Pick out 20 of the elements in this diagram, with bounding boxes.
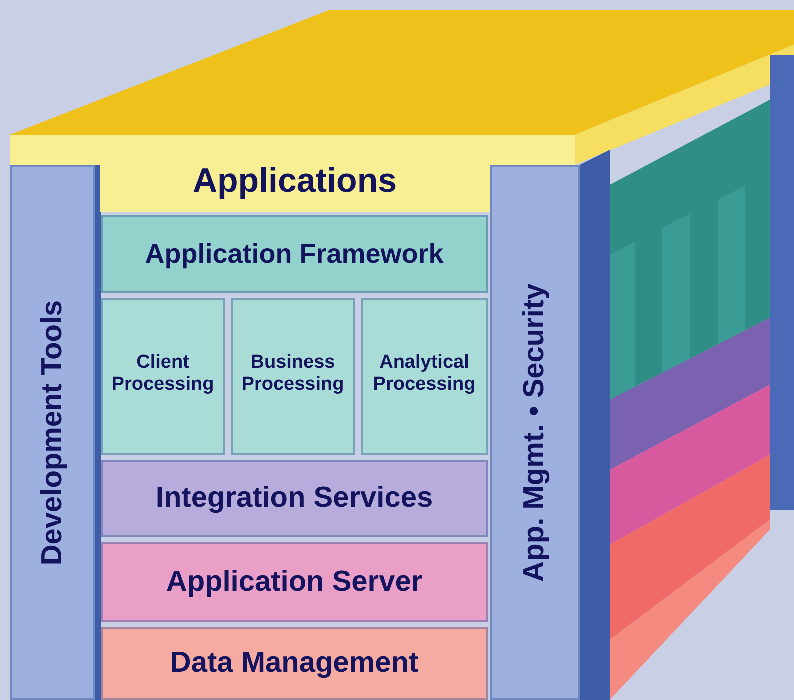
layer-label: Applications xyxy=(192,162,398,201)
layer-box xyxy=(100,165,490,212)
module-box xyxy=(231,298,355,455)
layer-box xyxy=(101,542,488,622)
layer-box xyxy=(101,627,488,700)
layer-label: Integration Services xyxy=(156,482,434,515)
module-box xyxy=(101,298,225,455)
layer-label: Application Framework xyxy=(145,238,444,270)
layer-label: Development Tools xyxy=(36,300,69,566)
layer-label: App. Mgmt. • Security xyxy=(518,283,552,582)
layer-label: Data Management xyxy=(170,647,419,680)
layer-box xyxy=(101,460,488,537)
layer-label: Client Processing xyxy=(110,352,216,396)
layer-label: Application Server xyxy=(166,566,423,598)
pillar-box xyxy=(490,165,580,700)
layer-label: Analytical Processing xyxy=(372,352,477,396)
layer-box xyxy=(101,215,488,293)
pillar-box xyxy=(10,165,95,700)
module-box xyxy=(361,298,488,455)
layer-label: Business Processing xyxy=(240,352,346,396)
